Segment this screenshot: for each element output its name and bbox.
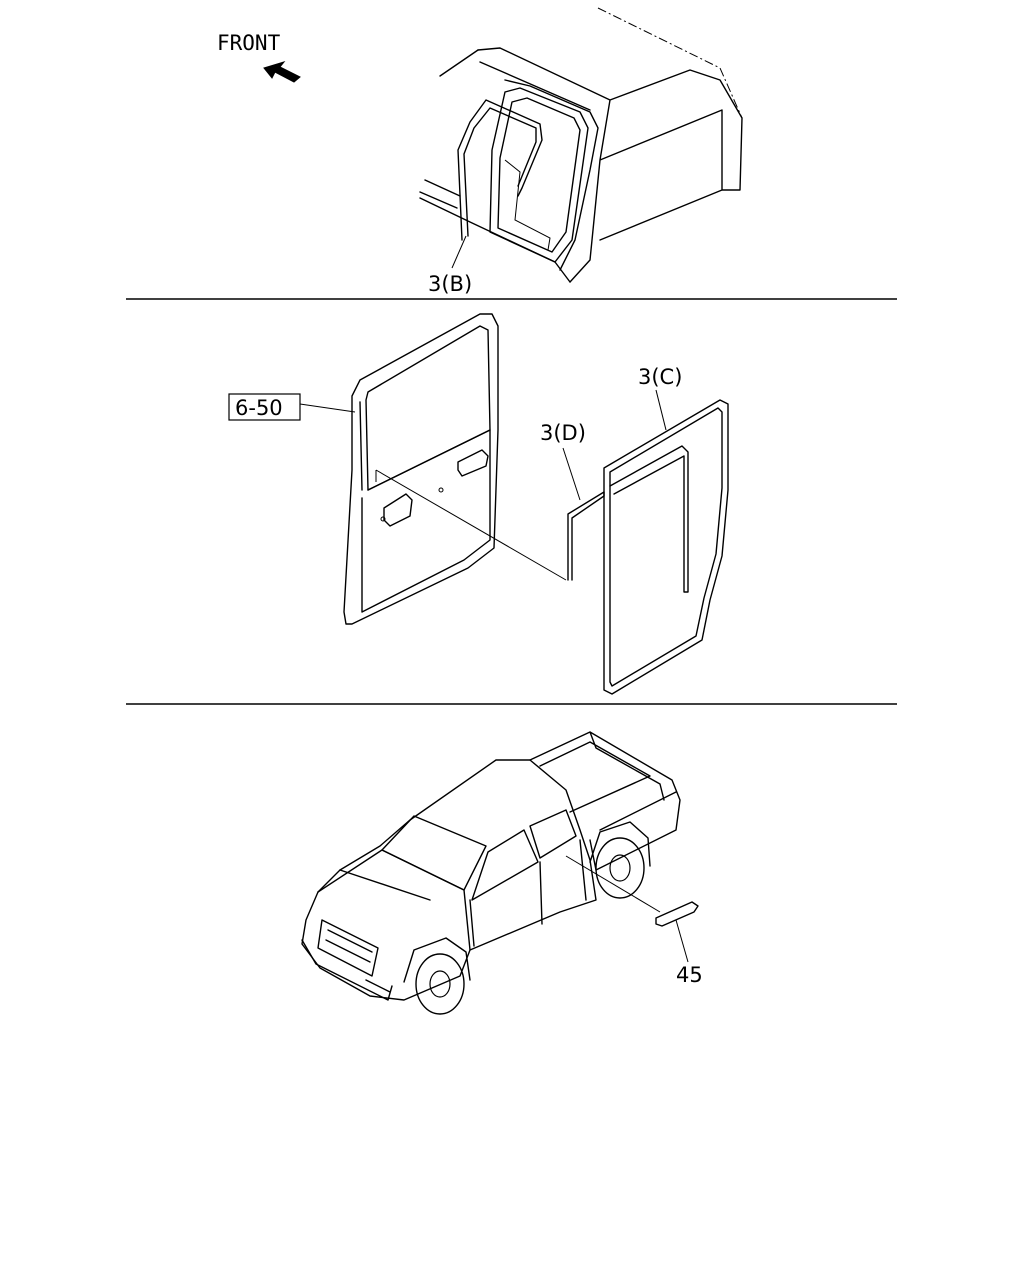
cab-body-outline <box>477 47 743 283</box>
door-ref-box <box>228 393 301 421</box>
door-opening-inner <box>497 97 581 253</box>
rear-wheel <box>595 837 645 899</box>
front-wheel-hub <box>429 970 451 998</box>
part-45-pointer <box>565 855 661 913</box>
leader-3c <box>655 389 667 431</box>
door-panel-outline <box>343 313 499 625</box>
truck-cab <box>301 759 597 1001</box>
leader-3d <box>562 447 581 501</box>
section-vehicle: 45 <box>301 731 703 1015</box>
front-label: FRONT <box>217 31 281 55</box>
callout-6-50: 6-50 <box>235 396 283 420</box>
door-weatherstrip-guide <box>375 469 567 581</box>
front-wheel-arch <box>403 937 471 983</box>
door-opening-frame <box>489 87 589 263</box>
truck-hood <box>317 849 471 951</box>
callout-3b: 3(B) <box>428 272 472 296</box>
cab-roof-dashline <box>597 7 743 119</box>
callout-3d: 3(D) <box>540 421 586 445</box>
truck-front-window <box>471 829 539 901</box>
door-bolt-1 <box>438 487 444 493</box>
truck-door-lines <box>469 839 587 947</box>
weatherstrip-3c <box>603 399 729 695</box>
section-rear-door: 6-50 3(D) 3(C) <box>228 313 729 695</box>
door-bolt-2 <box>380 516 386 522</box>
floor-lines <box>419 179 571 283</box>
rear-wheel-hub <box>609 854 631 882</box>
truck-grille <box>317 919 379 977</box>
seat-back <box>504 159 551 251</box>
truck-bumper <box>301 939 393 1001</box>
door-handle <box>457 449 489 477</box>
cab-side-lines <box>439 49 599 271</box>
leader-45 <box>675 919 689 963</box>
front-wheel <box>415 953 465 1015</box>
door-lock-plate <box>383 493 413 527</box>
door-window-frame <box>359 325 491 491</box>
weatherstrip-3b <box>457 99 543 241</box>
callout-3c: 3(C) <box>638 365 682 389</box>
callout-45: 45 <box>676 963 703 987</box>
weatherstrip-3d <box>567 491 605 581</box>
section-door-opening: FRONT 3(B) <box>217 7 743 296</box>
leader-3b <box>451 235 467 269</box>
truck-bed <box>529 731 681 871</box>
leader-6-50 <box>299 403 356 413</box>
front-arrow-icon <box>263 61 301 83</box>
truck-rear-window <box>529 809 577 859</box>
part-45 <box>655 901 699 927</box>
weatherstrip-3c-inner <box>609 445 689 593</box>
truck-windshield <box>381 815 487 891</box>
rear-wheel-arch <box>589 821 651 867</box>
door-lower-panel <box>361 429 491 613</box>
